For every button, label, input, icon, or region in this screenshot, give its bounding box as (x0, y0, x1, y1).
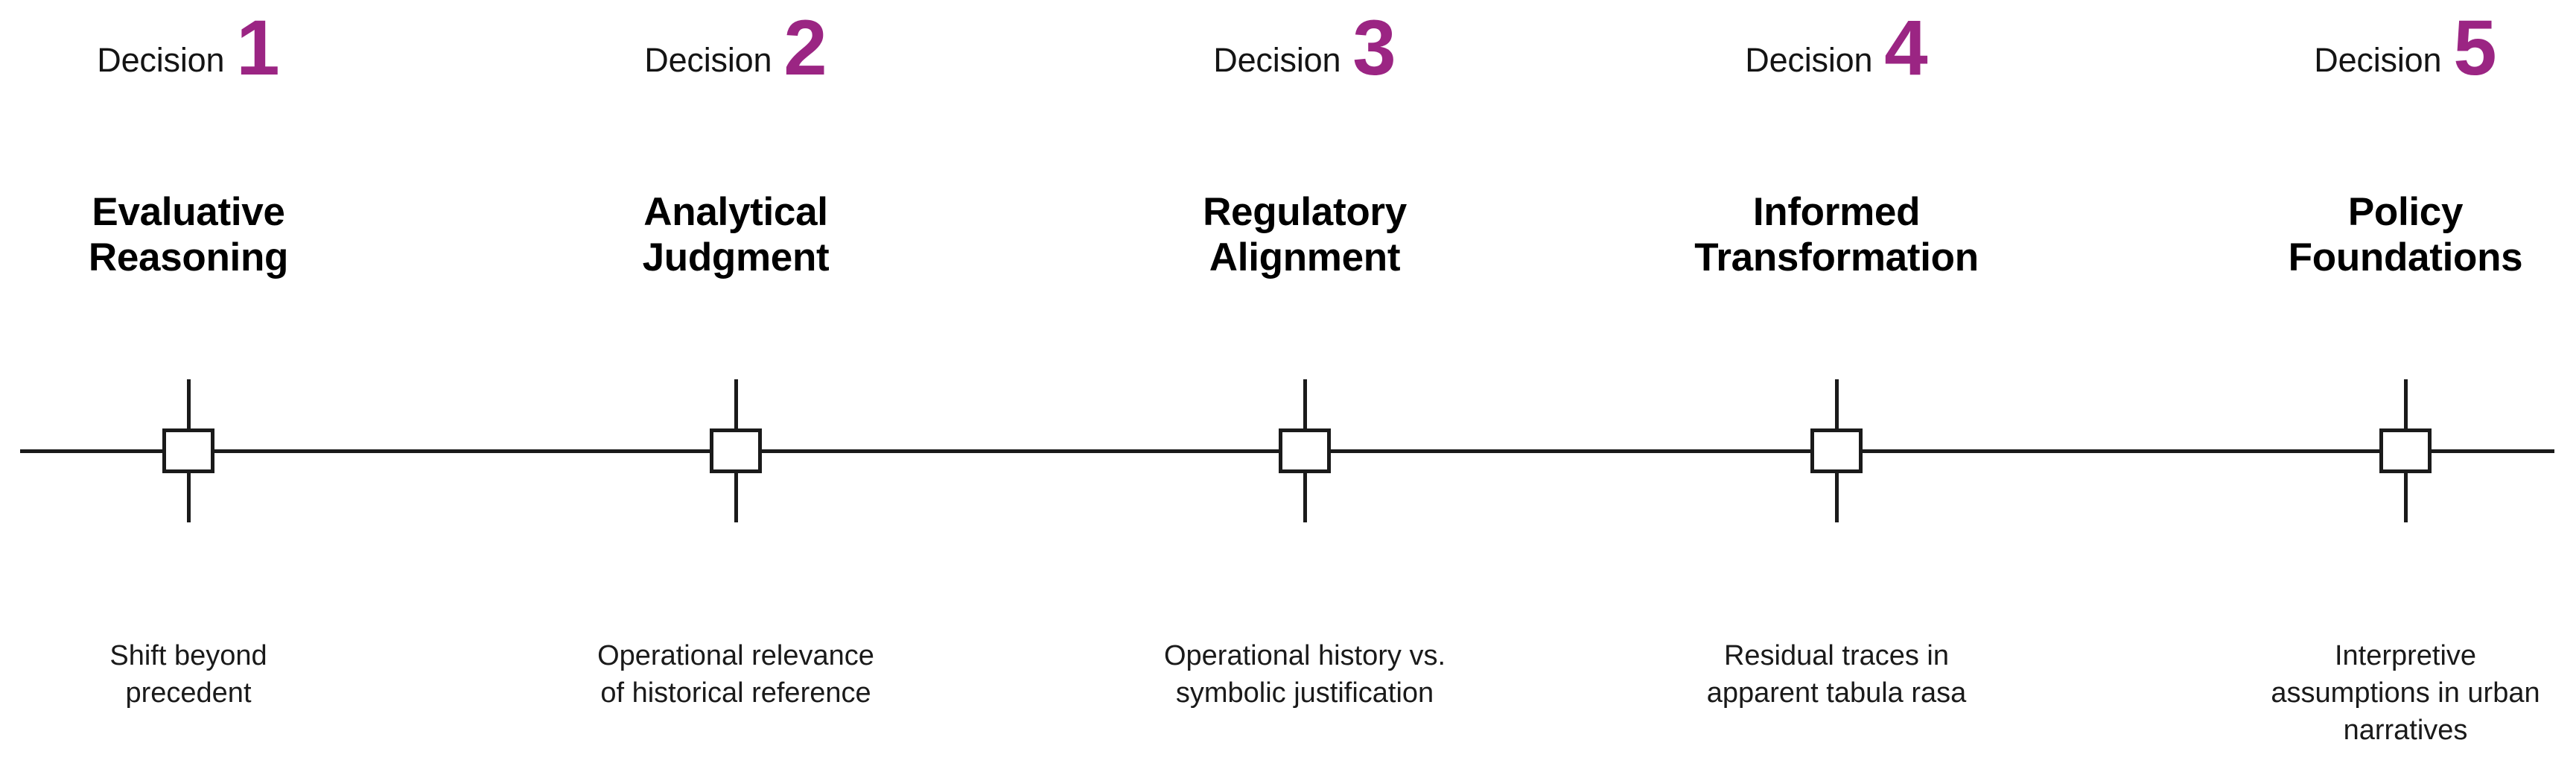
step-heading-line-2: Transformation (1694, 235, 1979, 279)
step-heading-line-1: Analytical (643, 190, 828, 234)
step-caption-line-2: precedent (125, 677, 252, 709)
step-eyebrow-label: Decision (1745, 41, 1873, 79)
step-number: 5 (2453, 4, 2497, 92)
step-eyebrow: Decision 4 (1576, 6, 2097, 87)
step-eyebrow-label: Decision (1213, 41, 1341, 79)
step-eyebrow: Decision 2 (475, 6, 996, 87)
step-caption-line-1: Residual traces in (1723, 640, 1950, 671)
step-heading-line-2: Judgment (642, 235, 830, 279)
step-heading-line-2: Alignment (1209, 235, 1401, 279)
step-eyebrow-label: Decision (97, 41, 225, 79)
step-heading: Regulatory Alignment (1044, 190, 1565, 281)
step-caption-line-2: symbolic justification (1175, 677, 1434, 709)
step-caption-line-3: narratives (2343, 715, 2468, 747)
step-number: 2 (783, 4, 827, 92)
timeline-step-5: Decision 5 Policy Foundations Interpreti… (2145, 0, 2576, 775)
marker-square-icon (1810, 428, 1863, 473)
timeline-step-1: Decision 1 Evaluative Reasoning Shift be… (0, 0, 449, 775)
step-caption-line-2: of historical reference (600, 677, 871, 709)
step-caption-line-1: Interpretive (2334, 640, 2477, 671)
step-heading: Policy Foundations (2145, 190, 2576, 281)
step-heading-line-1: Evaluative (92, 190, 285, 234)
step-caption-line-1: Operational relevance (597, 640, 874, 671)
marker-square-icon (710, 428, 762, 473)
step-caption-line-2: apparent tabula rasa (1706, 677, 1967, 709)
timeline-step-4: Decision 4 Informed Transformation Resid… (1576, 0, 2097, 775)
step-heading-line-1: Informed (1752, 190, 1921, 234)
step-heading: Informed Transformation (1576, 190, 2097, 281)
step-eyebrow: Decision 5 (2145, 6, 2576, 87)
step-heading: Evaluative Reasoning (0, 190, 449, 281)
step-caption: Interpretive assumptions in urban narrat… (2145, 637, 2576, 749)
timeline-step-2: Decision 2 Analytical Judgment Operation… (475, 0, 996, 775)
step-caption-line-2: assumptions in urban (2271, 677, 2540, 709)
step-eyebrow-label: Decision (2314, 41, 2442, 79)
step-heading: Analytical Judgment (475, 190, 996, 281)
step-number: 1 (236, 4, 280, 92)
step-heading-line-1: Regulatory (1203, 190, 1407, 234)
marker-square-icon (2379, 428, 2432, 473)
step-heading-line-1: Policy (2347, 190, 2464, 234)
step-number: 3 (1352, 4, 1396, 92)
marker-square-icon (162, 428, 214, 473)
step-caption: Operational history vs. symbolic justifi… (1044, 637, 1565, 712)
step-eyebrow: Decision 3 (1044, 6, 1565, 87)
step-caption: Shift beyond precedent (0, 637, 449, 712)
marker-square-icon (1279, 428, 1331, 473)
step-caption: Operational relevance of historical refe… (475, 637, 996, 712)
step-eyebrow-label: Decision (644, 41, 772, 79)
step-heading-line-2: Foundations (2288, 235, 2523, 279)
step-eyebrow: Decision 1 (0, 6, 449, 87)
step-caption-line-1: Shift beyond (109, 640, 267, 671)
step-caption: Residual traces in apparent tabula rasa (1576, 637, 2097, 712)
step-caption-line-1: Operational history vs. (1163, 640, 1446, 671)
step-number: 4 (1884, 4, 1928, 92)
step-heading-line-2: Reasoning (88, 235, 289, 279)
timeline-step-3: Decision 3 Regulatory Alignment Operatio… (1044, 0, 1565, 775)
